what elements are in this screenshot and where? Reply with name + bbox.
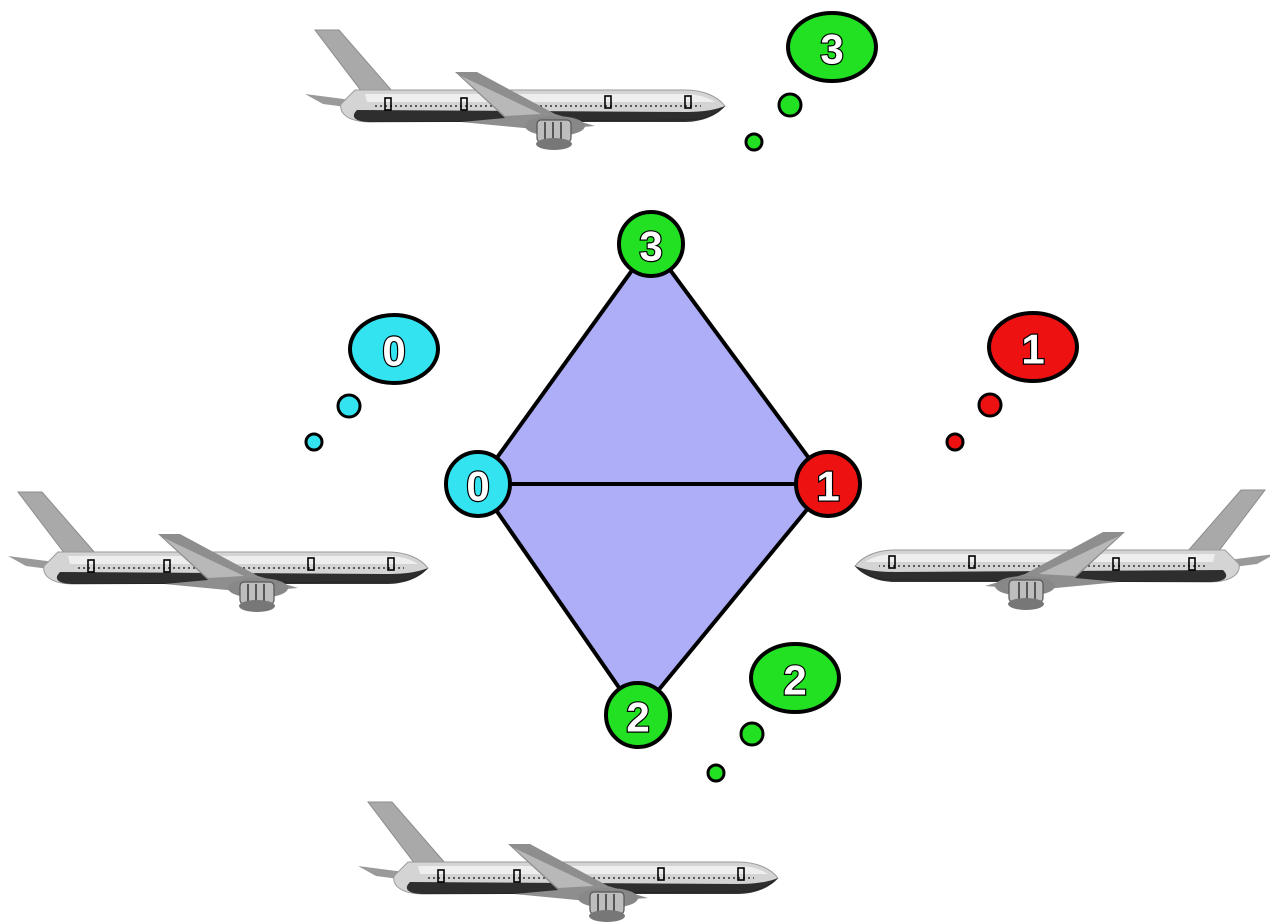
thought-bubble bbox=[348, 313, 440, 385]
thought-dot-medium bbox=[977, 392, 1003, 418]
plane-right bbox=[854, 489, 1270, 611]
thought-bubble-label: 2 bbox=[783, 657, 806, 704]
thought-dot-small bbox=[304, 432, 324, 452]
plane-bottom bbox=[357, 801, 779, 922]
thought-bubble-label: 3 bbox=[820, 26, 843, 73]
graph-node-0: 0 bbox=[444, 450, 512, 518]
thought-bubble bbox=[786, 11, 878, 83]
thought-dot-medium bbox=[336, 393, 362, 419]
thought-bubble-label: 0 bbox=[382, 328, 405, 375]
airplane-icon bbox=[7, 491, 429, 613]
thought-dot-medium bbox=[777, 92, 803, 118]
thought-bubble-label: 1 bbox=[1021, 326, 1044, 373]
airplane-icon bbox=[304, 29, 726, 151]
thought-bubble-right: 1 bbox=[945, 311, 1079, 452]
airplane-icon bbox=[854, 489, 1270, 611]
thought-dot-medium bbox=[739, 721, 765, 747]
airplane-icon bbox=[357, 801, 779, 922]
graph-edge-3-1 bbox=[649, 242, 830, 486]
graph-edge-1-2 bbox=[636, 482, 830, 717]
thought-dot-small bbox=[744, 132, 764, 152]
plane-left bbox=[7, 491, 429, 613]
thought-bubble bbox=[749, 642, 841, 714]
graph-edges bbox=[476, 242, 830, 717]
thought-dot-small bbox=[945, 432, 965, 452]
triangle-face-lower bbox=[478, 484, 828, 715]
plane-top bbox=[304, 29, 726, 151]
thought-bubble-top: 3 bbox=[744, 11, 878, 152]
graph-node-label: 1 bbox=[816, 463, 839, 510]
graph-edge-0-3 bbox=[476, 242, 653, 486]
graph-node-3: 3 bbox=[617, 210, 685, 278]
graph-faces bbox=[478, 244, 828, 715]
graph-node-label: 3 bbox=[639, 223, 662, 270]
triangle-face-upper bbox=[478, 244, 828, 484]
thought-bubble-bottom: 2 bbox=[706, 642, 841, 783]
thought-dot-small bbox=[706, 763, 726, 783]
graph-edge-2-0 bbox=[476, 482, 640, 717]
thought-bubble-left: 0 bbox=[304, 313, 440, 452]
graph-nodes: 0 1 2 3 bbox=[444, 210, 862, 749]
graph-node-2: 2 bbox=[604, 681, 672, 749]
graph-node-1: 1 bbox=[794, 450, 862, 518]
graph-node-label: 2 bbox=[626, 694, 649, 741]
thought-bubble bbox=[987, 311, 1079, 383]
graph-node-label: 0 bbox=[466, 463, 489, 510]
